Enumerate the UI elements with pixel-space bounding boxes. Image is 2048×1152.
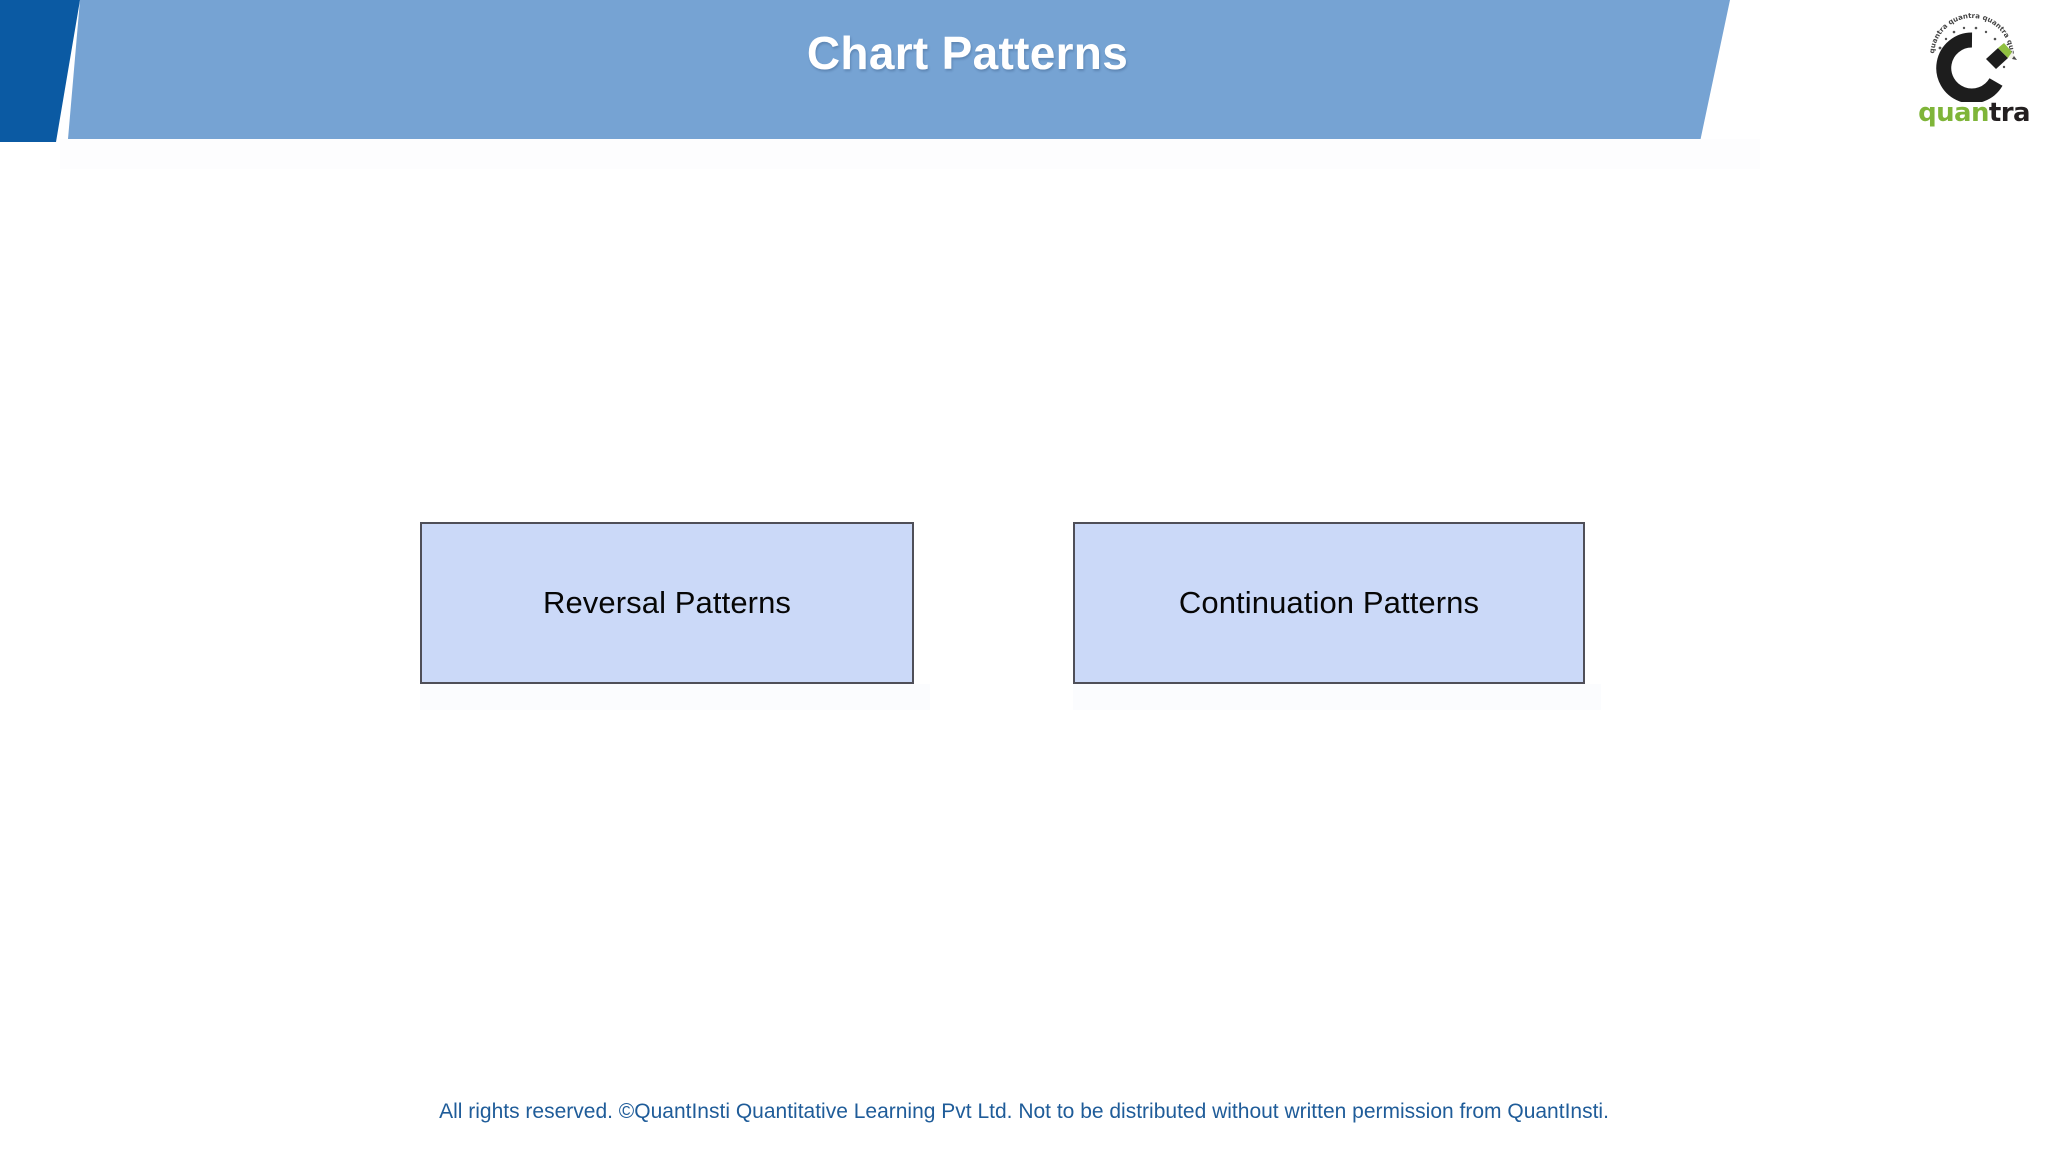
reversal-patterns-box[interactable]: Reversal Patterns [420,522,914,684]
header-banner [68,0,1730,139]
box-shadow-continuation [1073,684,1601,710]
continuation-patterns-label: Continuation Patterns [1178,585,1480,620]
wordmark-quan: quan [1918,98,1989,128]
slide-header: Chart Patterns [0,0,2048,172]
quantra-logo: quantra quantra quantra quantra [1912,6,2036,130]
reversal-patterns-label: Reversal Patterns [542,585,792,620]
header-underlay [60,139,1760,169]
continuation-patterns-box[interactable]: Continuation Patterns [1073,522,1585,684]
box-shadow-reversal [420,684,930,710]
page-title: Chart Patterns [806,27,1129,79]
quantra-q-mark-icon: quantra quantra quantra quantra [1918,6,2024,104]
copyright-footer: All rights reserved. ©QuantInsti Quantit… [439,1100,1609,1123]
quantra-wordmark: quantra [1912,96,2036,130]
wordmark-tra: tra [1988,98,2031,128]
